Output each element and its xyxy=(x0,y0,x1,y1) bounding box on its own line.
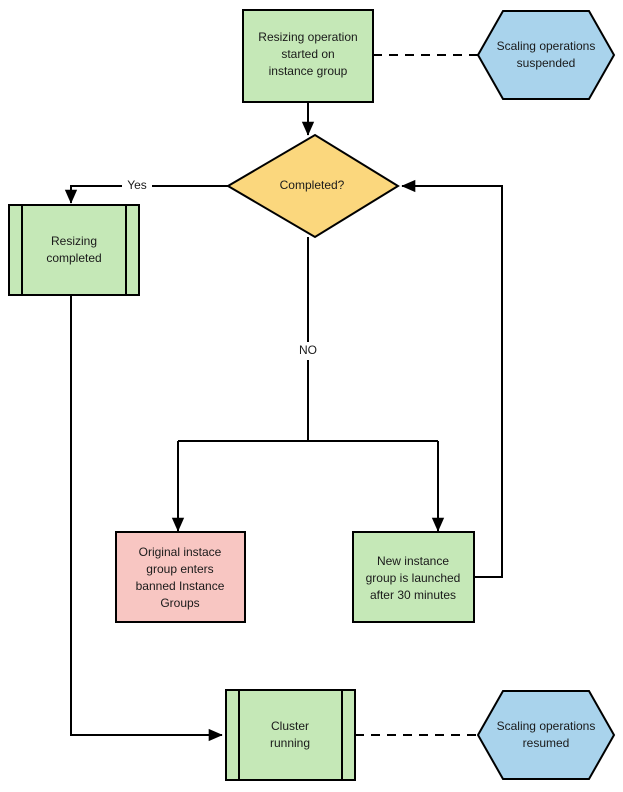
node-original-group-banned-line-3: banned Instance xyxy=(136,579,225,593)
node-cluster-running-shape xyxy=(225,689,356,781)
node-completed-decision-label: Completed? xyxy=(280,178,345,192)
node-original-group-banned[interactable]: Original instace group enters banned Ins… xyxy=(115,531,246,623)
node-scaling-resumed-shape xyxy=(476,690,616,780)
node-resizing-completed-line-2: completed xyxy=(46,251,101,265)
node-completed-decision-shape xyxy=(226,133,400,239)
edge-resizing-completed-to-cluster-running xyxy=(70,295,223,742)
edge-label-yes-group: Yes xyxy=(122,177,152,195)
node-resizing-completed-shape xyxy=(8,204,140,296)
node-new-group-launched-line-3: after 30 minutes xyxy=(370,588,456,602)
node-resizing-completed-line-1: Resizing xyxy=(51,234,97,248)
node-scaling-suspended-line-1: Scaling operations xyxy=(497,39,596,53)
edge-label-no: NO xyxy=(299,343,317,357)
node-original-group-banned-line-1: Original instace xyxy=(139,545,222,559)
node-resizing-started-line-3: instance group xyxy=(269,64,348,78)
edge-label-yes: Yes xyxy=(127,178,147,192)
node-resizing-started[interactable]: Resizing operation started on instance g… xyxy=(242,9,374,103)
node-new-group-launched[interactable]: New instance group is launched after 30 … xyxy=(352,531,475,623)
node-scaling-resumed-line-2: resumed xyxy=(523,736,570,750)
node-resizing-completed[interactable]: Resizing completed xyxy=(8,204,140,296)
node-new-group-launched-line-2: group is launched xyxy=(366,571,461,585)
node-original-group-banned-shape xyxy=(115,531,246,623)
node-cluster-running[interactable]: Cluster running xyxy=(225,689,356,781)
node-cluster-running-line-2: running xyxy=(270,736,310,750)
node-scaling-resumed[interactable]: Scaling operations resumed xyxy=(476,690,616,780)
node-new-group-launched-line-1: New instance xyxy=(377,554,449,568)
node-resizing-started-line-1: Resizing operation xyxy=(258,30,357,44)
edge-decision-yes-to-resizing-completed xyxy=(64,185,228,204)
edge-new-group-feedback-to-decision xyxy=(401,179,503,578)
node-resizing-started-line-2: started on xyxy=(281,47,334,61)
node-scaling-suspended-line-2: suspended xyxy=(517,56,576,70)
node-resizing-started-shape xyxy=(242,9,374,103)
node-cluster-running-line-1: Cluster xyxy=(271,719,309,733)
node-new-group-launched-shape xyxy=(352,531,475,623)
node-original-group-banned-line-2: group enters xyxy=(146,562,213,576)
edge-label-yes-background xyxy=(122,177,152,195)
edge-label-no-group: NO xyxy=(293,342,323,360)
node-completed-decision[interactable]: Completed? xyxy=(226,133,400,239)
node-scaling-suspended[interactable]: Scaling operations suspended xyxy=(476,10,616,100)
edge-label-no-background xyxy=(293,342,323,360)
node-scaling-resumed-line-1: Scaling operations xyxy=(497,719,596,733)
node-scaling-suspended-shape xyxy=(476,10,616,100)
node-original-group-banned-line-4: Groups xyxy=(160,596,199,610)
